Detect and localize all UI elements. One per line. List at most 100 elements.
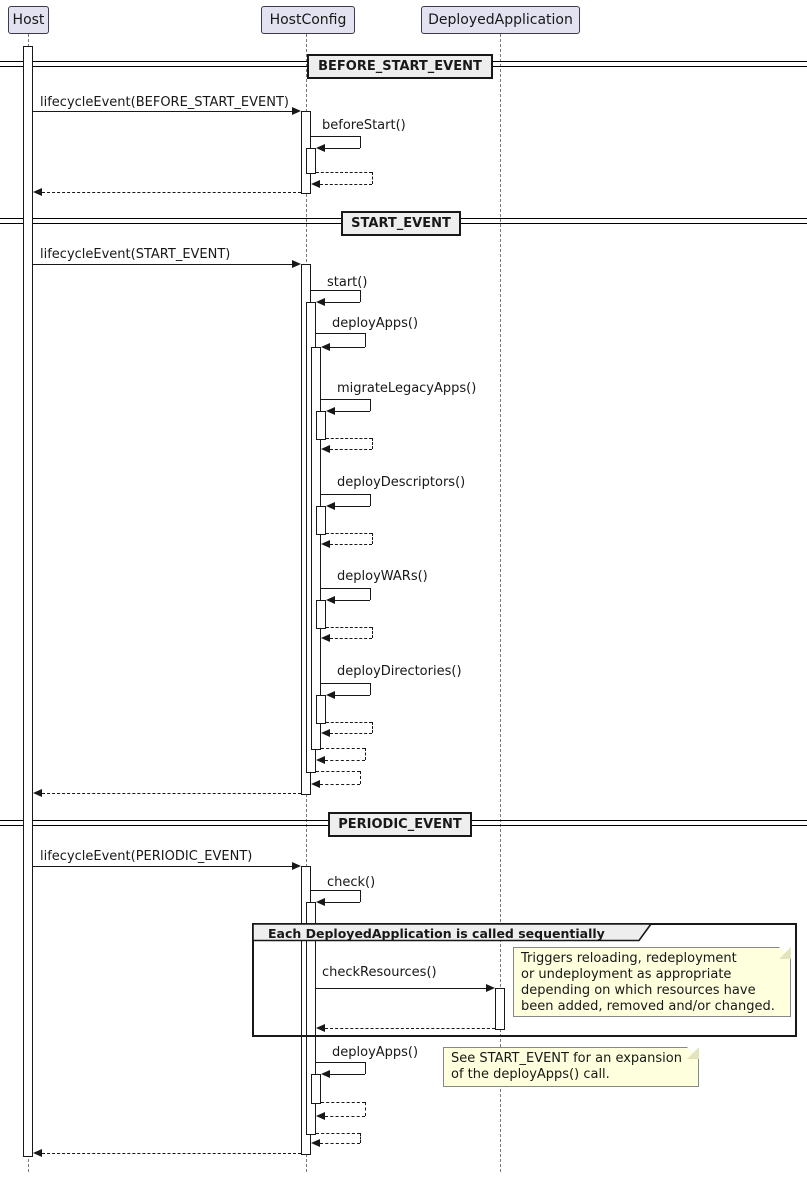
message-label-check-resources: checkResources() bbox=[322, 965, 437, 980]
return-line bbox=[365, 1102, 366, 1116]
return-line bbox=[365, 748, 366, 760]
self-call-line bbox=[365, 1062, 366, 1074]
message-label-lifecycle-before-start: lifecycleEvent(BEFORE_START_EVENT) bbox=[40, 95, 289, 110]
return-line bbox=[372, 722, 373, 733]
arrowhead-right-icon bbox=[292, 107, 301, 115]
arrowhead-left-icon bbox=[311, 180, 320, 188]
arrowhead-left-icon bbox=[33, 188, 42, 196]
return-line bbox=[325, 1028, 495, 1029]
self-call-line bbox=[360, 290, 361, 302]
arrowhead-left-icon bbox=[321, 1070, 330, 1078]
divider-periodic-event: PERIODIC_EVENT bbox=[328, 812, 472, 837]
message-label-check: check() bbox=[327, 875, 376, 890]
activation-bar-nested bbox=[316, 506, 326, 535]
arrowhead-left-icon bbox=[311, 1139, 320, 1147]
self-call-line bbox=[321, 683, 370, 684]
arrowhead-left-icon bbox=[326, 407, 335, 415]
group-label-tab bbox=[252, 923, 653, 942]
self-call-line bbox=[325, 148, 360, 149]
activation-bar-deployedapplication bbox=[495, 988, 505, 1030]
message-label-deploy-directories: deployDirectories() bbox=[337, 664, 462, 679]
self-call-line bbox=[335, 600, 370, 601]
arrowhead-right-icon bbox=[292, 862, 301, 870]
arrowhead-left-icon bbox=[326, 691, 335, 699]
arrowhead-left-icon bbox=[321, 729, 330, 737]
message-label-deploy-descriptors: deployDescriptors() bbox=[337, 475, 466, 490]
activation-bar-nested bbox=[316, 411, 326, 440]
arrowhead-left-icon bbox=[326, 502, 335, 510]
activation-bar-nested bbox=[311, 347, 321, 750]
self-call-line bbox=[311, 890, 360, 891]
self-call-line bbox=[370, 683, 371, 695]
message-label-migrate-legacy-apps: migrateLegacyApps() bbox=[337, 381, 477, 396]
return-line bbox=[330, 544, 372, 545]
self-call-line bbox=[335, 411, 370, 412]
return-line bbox=[372, 533, 373, 544]
arrowhead-left-icon bbox=[316, 1024, 325, 1032]
participant-host: Host bbox=[8, 6, 49, 34]
arrowhead-left-icon bbox=[316, 1112, 325, 1120]
self-call-line bbox=[370, 494, 371, 506]
self-call-line bbox=[321, 588, 370, 589]
message-label-deploy-apps-periodic: deployApps() bbox=[332, 1045, 419, 1060]
message-label-before-start: beforeStart() bbox=[322, 118, 406, 133]
return-line bbox=[326, 533, 372, 534]
activation-bar-nested bbox=[306, 902, 316, 1135]
return-line bbox=[42, 192, 301, 193]
self-call-line bbox=[325, 302, 360, 303]
self-call-line bbox=[360, 890, 361, 902]
return-line bbox=[321, 748, 365, 749]
self-call-line bbox=[370, 399, 371, 411]
return-line bbox=[316, 771, 360, 772]
message-label-deploy-wars: deployWARs() bbox=[337, 569, 428, 584]
arrowhead-left-icon bbox=[311, 780, 320, 788]
activation-bar-nested bbox=[306, 148, 316, 174]
arrowhead-left-icon bbox=[33, 789, 42, 797]
message-label-start: start() bbox=[327, 275, 368, 290]
return-line bbox=[325, 760, 365, 761]
self-call-line bbox=[365, 333, 366, 347]
self-call-line bbox=[321, 494, 370, 495]
arrowhead-left-icon bbox=[321, 343, 330, 351]
return-line bbox=[320, 184, 372, 185]
activation-bar-nested bbox=[311, 1074, 321, 1104]
return-line bbox=[42, 1153, 301, 1154]
divider-start-event: START_EVENT bbox=[341, 211, 461, 236]
group-label: Each DeployedApplication is called seque… bbox=[268, 926, 605, 941]
message-label-deploy-apps: deployApps() bbox=[332, 316, 419, 331]
arrowhead-right-icon bbox=[486, 984, 495, 992]
activation-bar-host bbox=[23, 46, 33, 1157]
participant-hostconfig: HostConfig bbox=[261, 6, 355, 34]
message-label-lifecycle-start: lifecycleEvent(START_EVENT) bbox=[40, 247, 231, 262]
arrowhead-left-icon bbox=[316, 298, 325, 306]
self-call-line bbox=[316, 1062, 365, 1063]
arrowhead-left-icon bbox=[316, 898, 325, 906]
return-line bbox=[372, 627, 373, 638]
return-line bbox=[360, 771, 361, 784]
arrowhead-left-icon bbox=[316, 144, 325, 152]
self-call-line bbox=[316, 333, 365, 334]
return-line bbox=[326, 627, 372, 628]
note-deploy-apps: See START_EVENT for an expansion of the … bbox=[443, 1047, 699, 1087]
arrowhead-left-icon bbox=[321, 634, 330, 642]
self-call-line bbox=[335, 506, 370, 507]
self-call-line bbox=[330, 347, 365, 348]
return-line bbox=[326, 438, 372, 439]
return-line bbox=[320, 784, 360, 785]
return-line bbox=[316, 1133, 360, 1134]
self-call-line bbox=[311, 136, 360, 137]
return-line bbox=[330, 638, 372, 639]
activation-bar-nested bbox=[316, 695, 326, 724]
message-line bbox=[33, 264, 292, 265]
arrowhead-left-icon bbox=[321, 445, 330, 453]
return-line bbox=[360, 1133, 361, 1143]
return-line bbox=[372, 438, 373, 449]
arrowhead-left-icon bbox=[326, 596, 335, 604]
return-line bbox=[326, 722, 372, 723]
return-line bbox=[321, 1102, 365, 1103]
lifeline-deployedapplication bbox=[500, 34, 501, 1172]
self-call-line bbox=[321, 399, 370, 400]
self-call-line bbox=[335, 695, 370, 696]
self-call-line bbox=[311, 290, 360, 291]
